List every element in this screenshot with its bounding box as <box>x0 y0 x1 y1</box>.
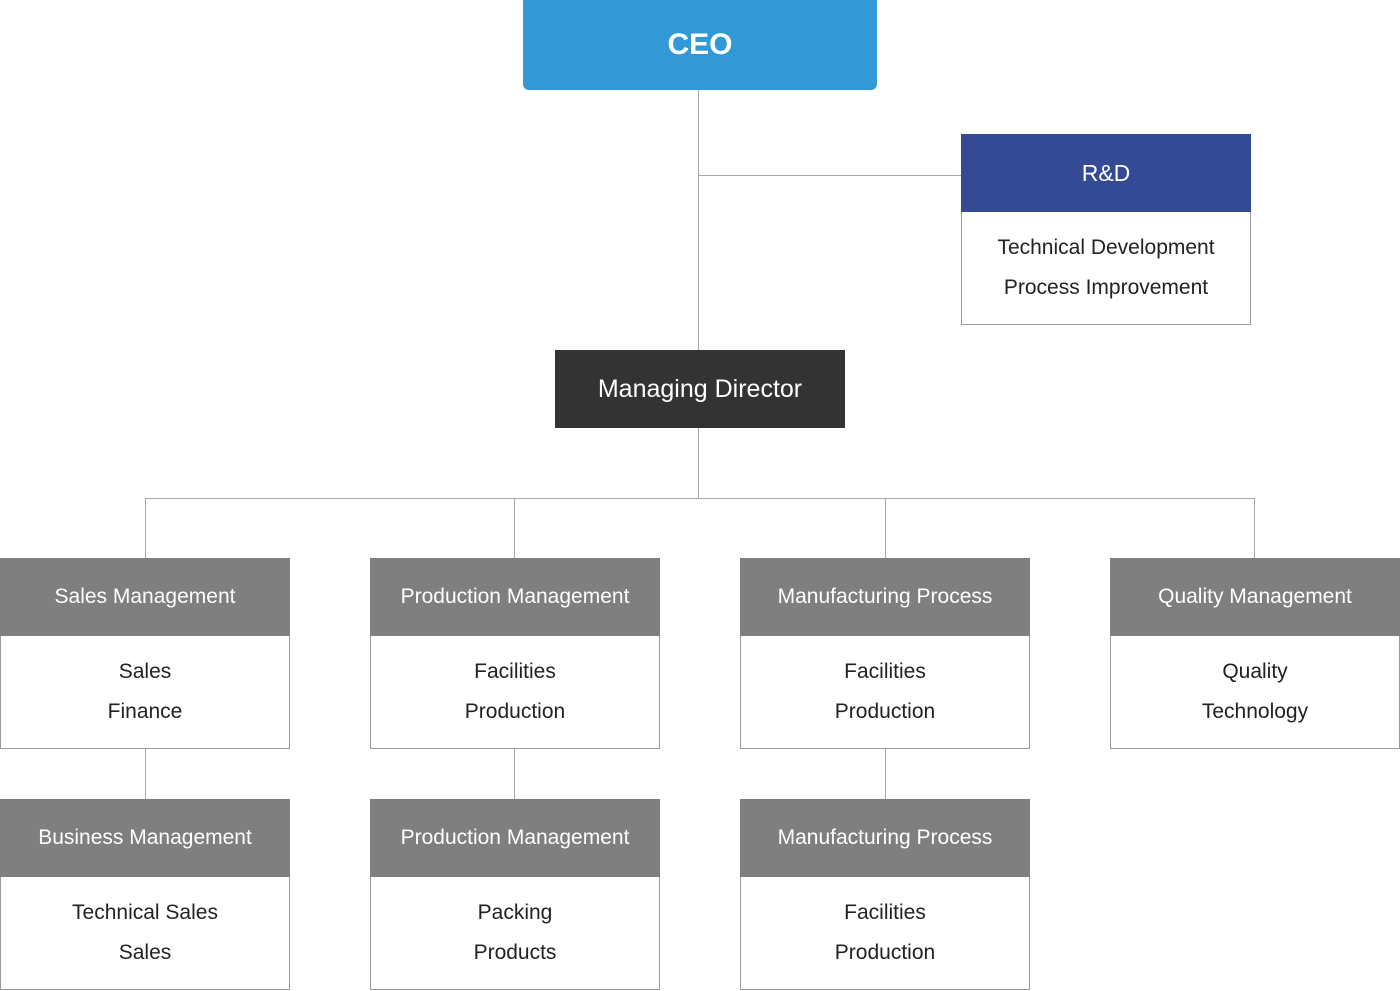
connector-to-rnd <box>698 175 961 176</box>
department-card-sales-management: Sales Management Sales Finance <box>0 558 290 749</box>
rnd-title: R&D <box>1081 159 1131 186</box>
department-title: Quality Management <box>1158 585 1352 608</box>
department-card-quality-management: Quality Management Quality Technology <box>1110 558 1400 749</box>
connector-dept-3 <box>885 498 886 558</box>
sub-department-item: Technical Sales <box>72 901 218 924</box>
department-header: Production Management <box>370 558 660 636</box>
sub-department-item: Sales <box>118 941 172 964</box>
connector-sub-2 <box>514 749 515 799</box>
department-item: Production <box>464 700 566 723</box>
department-body: Sales Finance <box>0 636 290 749</box>
department-header: Manufacturing Process <box>740 558 1030 636</box>
department-item: Production <box>834 700 936 723</box>
sub-department-title: Business Management <box>38 826 252 849</box>
sub-department-item: Products <box>473 941 557 964</box>
department-title: Manufacturing Process <box>777 585 993 608</box>
sub-department-title: Production Management <box>400 826 630 849</box>
sub-department-header: Manufacturing Process <box>740 799 1030 877</box>
rnd-item: Technical Development <box>997 236 1215 259</box>
ceo-box: CEO <box>523 0 877 90</box>
sub-department-card-production-management: Production Management Packing Products <box>370 799 660 990</box>
managing-director-box: Managing Director <box>555 350 845 428</box>
sub-department-title: Manufacturing Process <box>777 826 993 849</box>
department-title: Sales Management <box>54 585 236 608</box>
department-body: Facilities Production <box>370 636 660 749</box>
department-card-manufacturing-process: Manufacturing Process Facilities Product… <box>740 558 1030 749</box>
connector-ceo-to-md <box>698 90 699 350</box>
department-item: Technology <box>1201 700 1309 723</box>
connector-sub-3 <box>885 749 886 799</box>
department-item: Sales <box>118 660 172 683</box>
department-card-production-management: Production Management Facilities Product… <box>370 558 660 749</box>
connector-dept-4 <box>1254 498 1255 558</box>
managing-director-label: Managing Director <box>597 374 803 403</box>
connector-sub-1 <box>145 749 146 799</box>
sub-department-body: Packing Products <box>370 877 660 990</box>
department-body: Quality Technology <box>1110 636 1400 749</box>
rnd-card: R&D Technical Development Process Improv… <box>961 134 1251 325</box>
sub-department-header: Business Management <box>0 799 290 877</box>
ceo-label: CEO <box>667 28 733 61</box>
sub-department-card-manufacturing-process: Manufacturing Process Facilities Product… <box>740 799 1030 990</box>
department-item: Quality <box>1222 660 1288 683</box>
connector-dept-2 <box>514 498 515 558</box>
department-item: Finance <box>107 700 183 723</box>
connector-departments-bus <box>145 498 1255 499</box>
department-title: Production Management <box>400 585 630 608</box>
rnd-header: R&D <box>961 134 1251 212</box>
sub-department-item: Production <box>834 941 936 964</box>
department-body: Facilities Production <box>740 636 1030 749</box>
connector-md-down <box>698 428 699 498</box>
department-header: Quality Management <box>1110 558 1400 636</box>
sub-department-item: Packing <box>477 901 553 924</box>
connector-dept-1 <box>145 498 146 558</box>
department-item: Facilities <box>844 660 926 683</box>
rnd-item: Process Improvement <box>1003 276 1209 299</box>
rnd-body: Technical Development Process Improvemen… <box>961 212 1251 325</box>
department-header: Sales Management <box>0 558 290 636</box>
department-item: Facilities <box>474 660 556 683</box>
sub-department-body: Technical Sales Sales <box>0 877 290 990</box>
sub-department-card-business-management: Business Management Technical Sales Sale… <box>0 799 290 990</box>
sub-department-header: Production Management <box>370 799 660 877</box>
sub-department-body: Facilities Production <box>740 877 1030 990</box>
sub-department-item: Facilities <box>844 901 926 924</box>
